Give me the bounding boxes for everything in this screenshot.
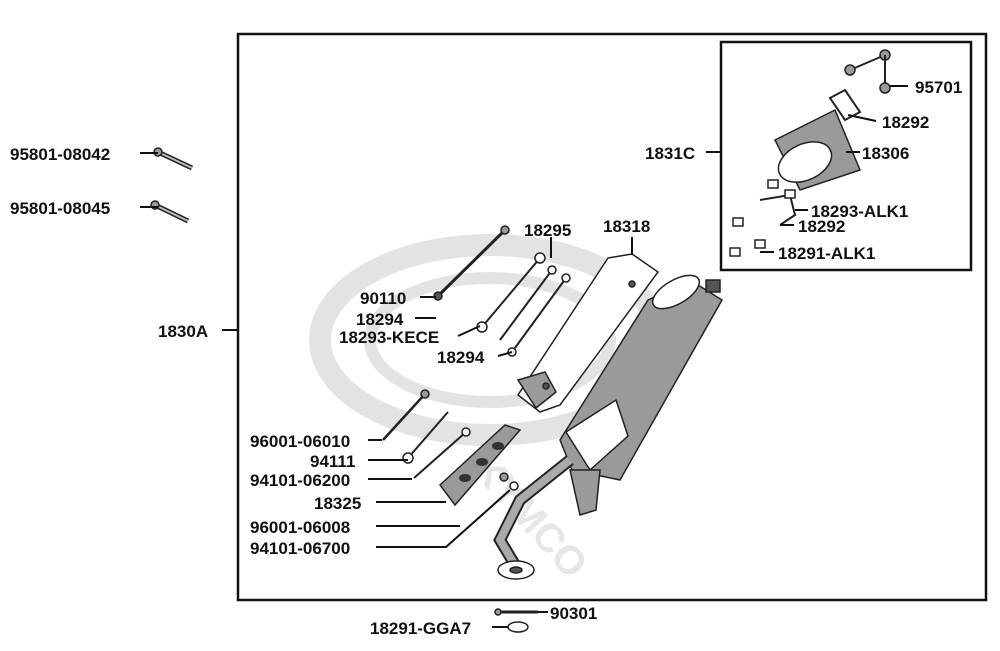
bolt-95801-08045	[150, 200, 190, 224]
label-18293-alk1: 18293-ALK1	[811, 202, 908, 221]
label-1831C: 1831C	[645, 144, 695, 163]
heat-shield-18325	[438, 424, 522, 507]
label-90301: 90301	[550, 604, 597, 623]
main-frame	[236, 32, 988, 602]
label-18291-alk1: 18291-ALK1	[778, 244, 875, 263]
upper-fastener-group	[433, 225, 571, 357]
label-18292-mid: 18292	[798, 217, 845, 236]
label-18291-gga7: 18291-GGA7	[370, 619, 471, 638]
label-94111: 94111	[310, 452, 355, 471]
inset-frame	[719, 40, 973, 272]
label-95701: 95701	[915, 78, 962, 97]
muffler-body	[559, 274, 724, 516]
lower-fastener-group	[382, 389, 519, 491]
label-94101-06200: 94101-06200	[250, 471, 350, 490]
label-96001-06008: 96001-06008	[250, 518, 350, 537]
label-1830A: 1830A	[158, 322, 208, 341]
bolt-95801-08042	[153, 147, 194, 171]
label-18293-kece: 18293-KECE	[339, 328, 439, 347]
label-95801-08042: 95801-08042	[10, 145, 110, 164]
label-96001-06010: 96001-06010	[250, 432, 350, 451]
label-18318: 18318	[603, 217, 650, 236]
label-90110: 90110	[360, 289, 406, 308]
label-18294-b: 18294	[437, 348, 485, 367]
leader-lines	[140, 85, 908, 628]
label-18292-top: 18292	[882, 113, 929, 132]
exhaust-pipe	[493, 455, 574, 580]
inset-parts	[729, 49, 891, 257]
label-95801-08045: 95801-08045	[10, 199, 110, 218]
label-18325: 18325	[314, 494, 361, 513]
label-18306: 18306	[862, 144, 909, 163]
bottom-bolt-gasket	[494, 608, 538, 633]
label-18294-a: 18294	[356, 310, 404, 329]
label-94101-06700: 94101-06700	[250, 539, 350, 558]
label-18295: 18295	[524, 221, 571, 240]
